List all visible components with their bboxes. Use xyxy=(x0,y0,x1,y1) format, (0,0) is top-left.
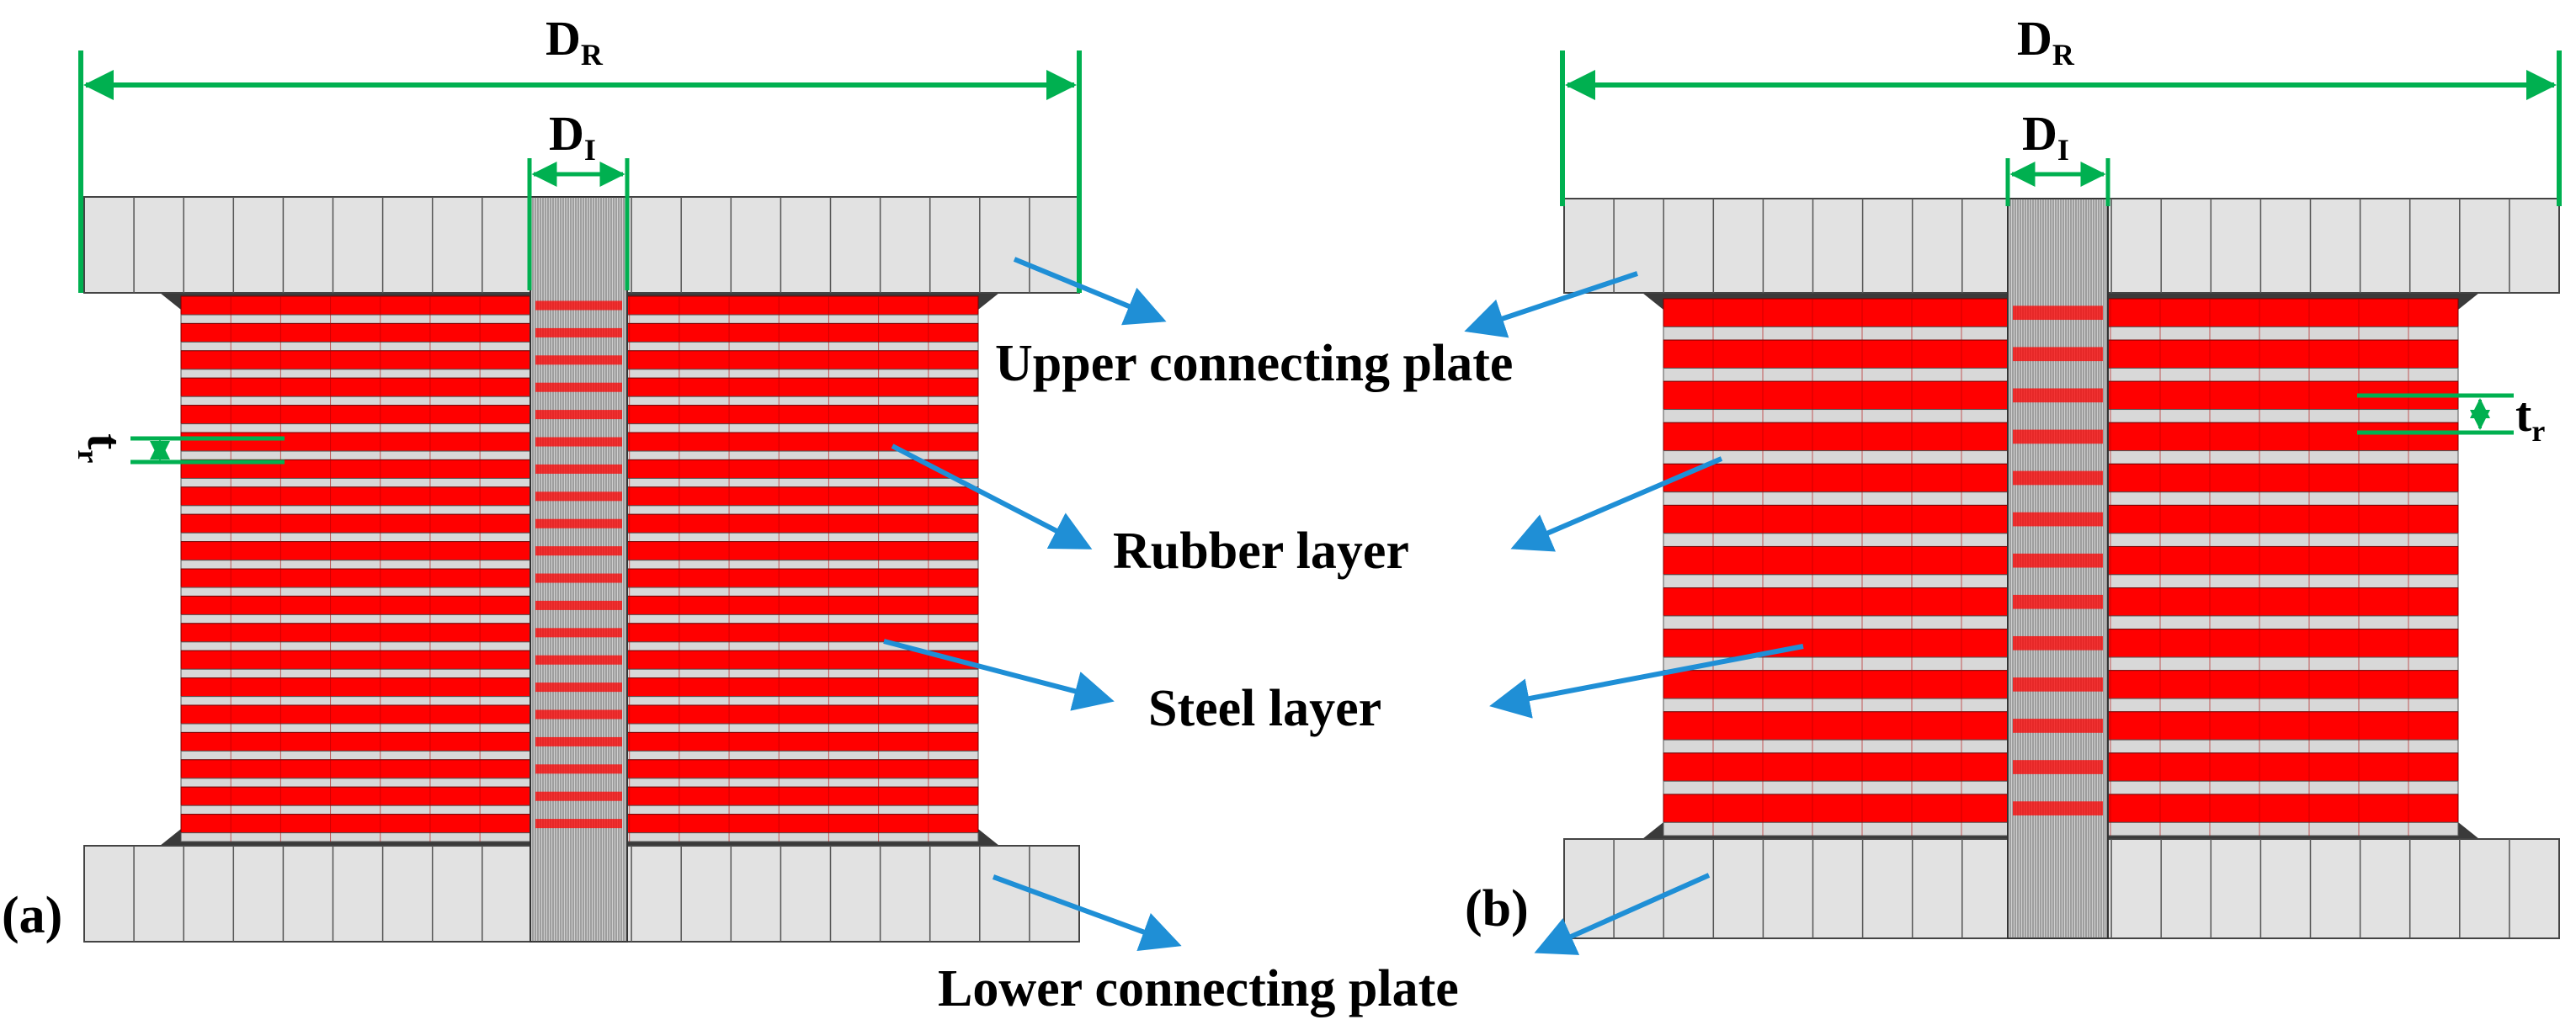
core-rubber-segment xyxy=(2013,677,2103,692)
core-rubber-segment xyxy=(2013,347,2103,362)
arrow-upper-a xyxy=(1013,257,1167,326)
bearing-body-b xyxy=(1563,198,2560,939)
core-rubber-segment xyxy=(535,355,622,365)
dr-label-a: DR xyxy=(546,11,604,72)
rubber-layer-label: Rubber layer xyxy=(1113,523,1409,580)
di-label-b: DI xyxy=(2022,106,2069,167)
panel-label-a: (a) xyxy=(2,887,62,944)
dimension-dr-b: DR xyxy=(1560,11,2562,206)
panel-b: DR DI tr (b) xyxy=(1465,11,2562,939)
core-rubber-segment xyxy=(535,491,622,502)
panel-a: DR DI tr (a) xyxy=(2,11,1082,944)
dr-label-b: DR xyxy=(2017,11,2075,72)
di-label-a: DI xyxy=(549,106,596,167)
tr-label-b: tr xyxy=(2515,387,2545,448)
core-rubber-segment xyxy=(535,764,622,774)
core-rubber-segment xyxy=(2013,470,2103,486)
upper-plate-label: Upper connecting plate xyxy=(995,335,1513,392)
core-rubber-segment xyxy=(535,682,622,693)
core-rubber-segment xyxy=(2013,719,2103,733)
core-rubber-segment xyxy=(535,600,622,610)
core-rubber-segment xyxy=(535,382,622,392)
dimension-di-b: DI xyxy=(2005,106,2110,206)
core-rubber-segment xyxy=(535,464,622,474)
tr-label-a: tr xyxy=(72,433,132,463)
core-rubber-segment xyxy=(2013,801,2103,815)
steel-layer-label: Steel layer xyxy=(1148,680,1381,737)
dimension-tr-b: tr xyxy=(2357,387,2545,448)
core-rubber-segment xyxy=(2013,512,2103,527)
core-rubber-segment xyxy=(2013,760,2103,774)
core-rubber-segment xyxy=(535,791,622,801)
core-rubber-segment xyxy=(2013,553,2103,568)
core-rubber-segment xyxy=(2013,429,2103,444)
arrow-lower-a xyxy=(992,874,1182,952)
core-rubber-segment xyxy=(535,518,622,528)
core-rubber-segment xyxy=(535,410,622,420)
dimension-tr-a: tr xyxy=(72,433,285,465)
dimension-dr-a: DR xyxy=(78,11,1082,293)
core-rubber-segment xyxy=(2013,594,2103,609)
core-rubber-segment xyxy=(535,709,622,720)
core-rubber-segment xyxy=(535,655,622,665)
core-rubber-segment xyxy=(535,819,622,829)
core-rubber-segment xyxy=(2013,305,2103,321)
arrow-rubber-b xyxy=(1510,456,1723,552)
arrow-steel-a xyxy=(883,639,1115,711)
dimension-di-a: DI xyxy=(527,106,630,290)
arrow-steel-b xyxy=(1489,644,1804,719)
core-rubber-segment xyxy=(535,736,622,746)
core-rubber-segment xyxy=(535,628,622,638)
bearing-body-a xyxy=(83,196,1080,943)
core-rubber-segment xyxy=(535,300,622,311)
arrow-rubber-a xyxy=(891,443,1093,550)
core-rubber-segment xyxy=(535,327,622,337)
panel-label-b: (b) xyxy=(1465,880,1529,937)
callout-arrows xyxy=(883,257,1804,955)
arrow-lower-b xyxy=(1534,873,1711,955)
core-rubber-segment xyxy=(2013,635,2103,651)
arrow-upper-b xyxy=(1464,271,1638,338)
core-rubber-segment xyxy=(2013,388,2103,403)
core-rubber-segment xyxy=(535,546,622,556)
core-rubber-segment xyxy=(535,437,622,447)
lower-plate-label: Lower connecting plate xyxy=(938,960,1459,1017)
core-rubber-segment xyxy=(535,573,622,583)
